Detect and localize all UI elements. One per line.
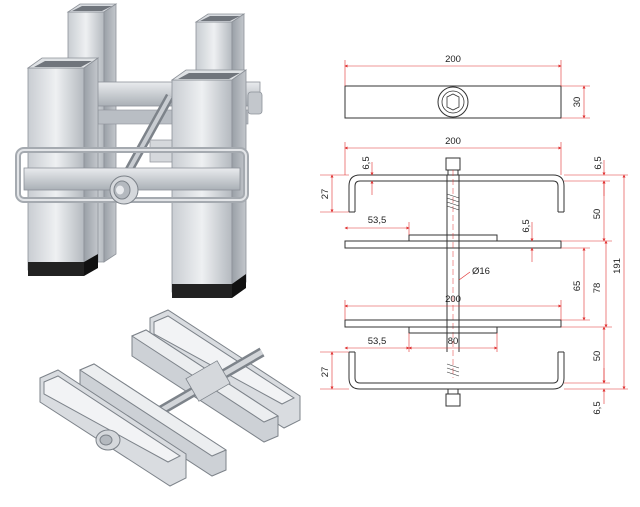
hex-nut-exploded: [95, 429, 121, 451]
dim-front-bracket-height-bottom: 27: [320, 367, 331, 378]
hex-nut: [109, 175, 139, 205]
dim-top-view-height: 30: [572, 97, 583, 108]
tube-front-left: [26, 57, 100, 276]
dim-front-hub-width: 80: [448, 336, 459, 347]
front-view-drawing: [344, 157, 565, 407]
dimension-labels: 200 30 200 6,5 6,5 27 53,5 6,5 50 Ø16 65…: [320, 54, 623, 415]
clamp-assembled-illustration: [15, 3, 263, 298]
dim-front-top-gap: 6,5: [361, 156, 372, 169]
dim-front-plate-gap: 65: [572, 281, 583, 292]
dim-front-bottom-gap: 6,5: [592, 401, 603, 414]
dim-front-lower-plate-width: 200: [445, 294, 461, 305]
clamp-exploded-illustration: [39, 309, 301, 487]
dim-front-rod-diameter: Ø16: [472, 266, 490, 277]
u-bracket-front: [39, 369, 187, 487]
plate-front: [78, 363, 228, 477]
dim-front-overall-width: 200: [445, 136, 461, 147]
dim-front-offset-bottom: 53,5: [368, 336, 387, 347]
dim-front-bracket-height-top: 27: [320, 189, 331, 200]
dim-front-plate-spacing: 78: [592, 283, 603, 294]
dim-front-upper-span: 50: [592, 209, 603, 220]
dim-front-plate-thickness: 6,5: [521, 219, 532, 232]
front-view-dimensions: [320, 142, 628, 404]
dim-top-view-width: 200: [445, 54, 461, 65]
top-view-drawing: [344, 60, 590, 119]
dim-front-offset-top: 53,5: [368, 215, 387, 226]
dim-front-right-top-gap: 6,5: [593, 156, 604, 169]
dim-front-lower-span: 50: [592, 351, 603, 362]
dim-front-overall-height: 191: [612, 258, 623, 274]
